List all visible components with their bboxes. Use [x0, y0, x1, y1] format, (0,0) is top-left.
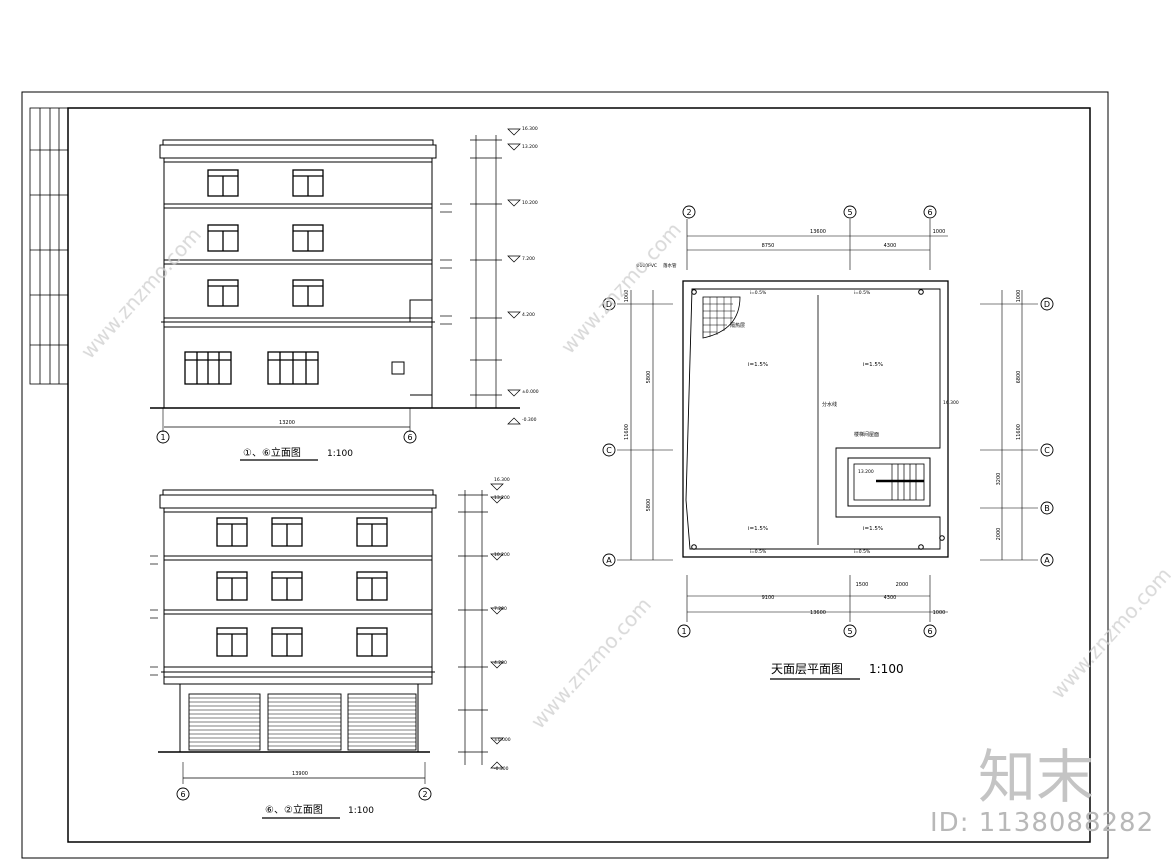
- gutter-label: i=0.5%: [854, 549, 871, 555]
- axis-label: 6: [407, 433, 412, 442]
- dimension: 1000: [933, 610, 946, 616]
- axis-label: C: [1044, 446, 1050, 455]
- dimension: 4300: [884, 595, 897, 601]
- level-mark: 10.200: [494, 552, 510, 558]
- axis-label: C: [606, 446, 612, 455]
- axis-label: 2: [422, 790, 427, 799]
- level-mark: ±0.000: [522, 389, 539, 395]
- watermark-id: ID: 1138088282: [930, 808, 1155, 838]
- dimension: 2000: [996, 528, 1002, 541]
- level-mark: -0.300: [494, 766, 509, 772]
- axis-label: D: [1044, 300, 1050, 309]
- slope-label: i=1.5%: [748, 362, 768, 368]
- dimension: 11600: [624, 424, 630, 440]
- axis-label: 2: [686, 208, 691, 217]
- overall-dimension: 13200: [279, 420, 295, 426]
- axis-label: 1: [681, 627, 686, 636]
- sheet-outer-border: [21, 91, 1109, 859]
- dimension: 9100: [762, 595, 775, 601]
- dimension: 2000: [896, 582, 909, 588]
- axis-label: 6: [927, 627, 932, 636]
- note-label: 隔热层: [730, 322, 745, 329]
- drawing-title: 天面层平面图: [771, 662, 843, 676]
- dimension: 5800: [646, 499, 652, 512]
- note-label: 楼梯间屋面: [854, 431, 879, 438]
- axis-label: B: [1044, 504, 1050, 513]
- title-block: [29, 107, 69, 385]
- level-mark: 16.300: [522, 126, 538, 132]
- dimension: 1000: [1016, 290, 1022, 303]
- axis-label: 1: [160, 433, 165, 442]
- note-label: 13.200: [858, 469, 874, 475]
- roof-plan: [602, 205, 1054, 680]
- gutter-label: i=0.5%: [750, 290, 767, 296]
- dimension: 6800: [1016, 371, 1022, 384]
- watermark-logo: 知末: [978, 743, 1095, 811]
- level-mark: 7.200: [494, 606, 507, 612]
- dimension: 13600: [810, 610, 826, 616]
- note-label: Φ100PVC: [636, 263, 657, 269]
- drawing-scale: 1:100: [348, 806, 374, 816]
- drawing-title: ①、⑥立面图: [243, 446, 301, 459]
- level-mark: 4.200: [494, 660, 507, 666]
- axis-label: 5: [847, 208, 852, 217]
- level-mark: ±0.000: [494, 737, 511, 743]
- dimension: 3200: [996, 473, 1002, 486]
- dimension: 4300: [884, 243, 897, 249]
- elevation-axes-1-6: [150, 128, 521, 444]
- axis-label: A: [1044, 556, 1050, 565]
- drawing-scale: 1:100: [869, 662, 904, 676]
- level-mark: 16.300: [494, 477, 510, 483]
- axis-label: 6: [180, 790, 185, 799]
- slope-label: i=1.5%: [748, 526, 768, 532]
- note-label: 落水管: [663, 262, 677, 269]
- level-mark: 16.300: [943, 400, 959, 406]
- axis-label: A: [606, 556, 612, 565]
- svg-text:www.znzmo.com: www.znzmo.com: [556, 218, 686, 359]
- elevation-top-texts: 1 6 13200 ①、⑥立面图 1:100 16.300 13.200 10.…: [160, 126, 538, 459]
- svg-text:www.znzmo.com: www.znzmo.com: [76, 223, 206, 364]
- level-mark: -0.300: [522, 417, 537, 423]
- drawing-title: ⑥、②立面图: [265, 803, 323, 816]
- level-mark: 4.200: [522, 312, 535, 318]
- level-mark: 13.200: [522, 144, 538, 150]
- axis-label: 6: [927, 208, 932, 217]
- svg-text:www.znzmo.com: www.znzmo.com: [526, 593, 656, 734]
- slope-label: i=1.5%: [863, 526, 883, 532]
- dimension: 5800: [646, 371, 652, 384]
- level-mark: 13.200: [494, 495, 510, 501]
- level-mark: 10.200: [522, 200, 538, 206]
- dimension: 13600: [810, 229, 826, 235]
- dimension: 1500: [856, 582, 869, 588]
- gutter-label: i=0.5%: [854, 290, 871, 296]
- slope-label: i=1.5%: [863, 362, 883, 368]
- dimension: 11600: [1016, 424, 1022, 440]
- note-label: 分水线: [822, 401, 837, 408]
- gutter-label: i=0.5%: [750, 549, 767, 555]
- dimension: 1000: [933, 229, 946, 235]
- elevation-axes-6-2: [150, 483, 504, 801]
- axis-label: 5: [847, 627, 852, 636]
- axis-label: D: [606, 300, 612, 309]
- level-mark: 7.200: [522, 256, 535, 262]
- dimension: 1000: [624, 290, 630, 303]
- dimension: 8750: [762, 243, 775, 249]
- drawing-scale: 1:100: [327, 449, 353, 459]
- elevation-bottom-texts: 6 2 13900 ⑥、②立面图 1:100 16.300 13.200 10.…: [180, 477, 510, 816]
- sheet-inner-border: [67, 107, 1091, 843]
- roof-plan-texts: 2 5 6 1 5 6 D C A D C B A 13600 8750 430…: [606, 208, 1050, 676]
- overall-dimension: 13900: [292, 771, 308, 777]
